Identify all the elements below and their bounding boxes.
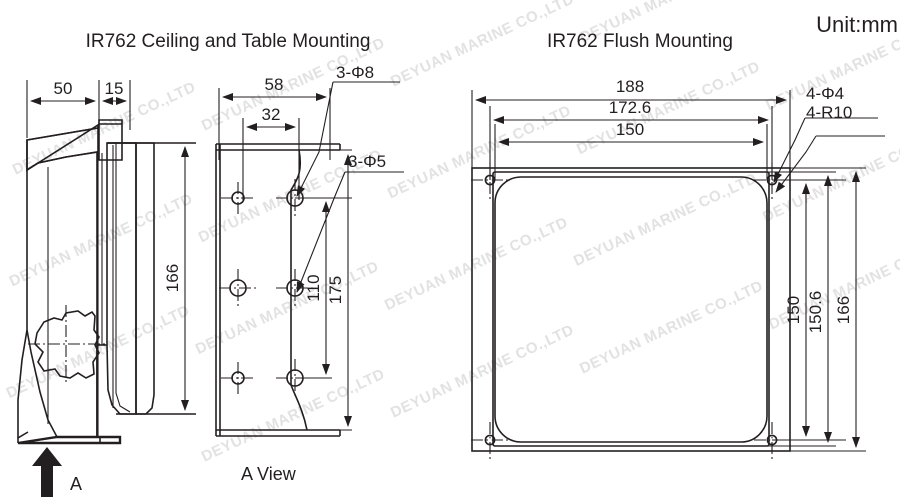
callout-3-phi8: 3-Φ8	[336, 63, 374, 82]
dim-label-150-6: 150.6	[806, 291, 825, 334]
a-view-caption: A View	[241, 464, 297, 484]
hole-small-row3	[221, 362, 255, 395]
callout-4-phi4: 4-Φ4	[806, 84, 844, 103]
hole-small-row1	[221, 182, 255, 215]
dim-label-15: 15	[105, 79, 124, 98]
left-side-elevation-drawing: 50 15	[17, 79, 196, 497]
dim-label-58: 58	[265, 75, 284, 94]
unit-note: Unit:mm	[816, 12, 898, 37]
dim-label-150-width: 150	[616, 120, 644, 139]
leader-4-phi4	[773, 117, 806, 183]
dim-label-175: 175	[326, 276, 345, 304]
right-view-title: IR762 Flush Mounting	[547, 31, 733, 52]
leader-4-r10	[775, 135, 817, 193]
leader-3-phi8	[296, 81, 334, 197]
hole-small-row2	[219, 269, 258, 308]
corner-hole-bottom-left	[471, 422, 508, 459]
section-arrow-a-label: A	[70, 474, 82, 494]
dim-label-110: 110	[304, 274, 323, 301]
dim-label-188: 188	[616, 77, 644, 96]
left-view-title: IR762 Ceiling and Table Mounting	[86, 31, 371, 52]
dim-label-166-height: 166	[834, 296, 853, 324]
dim-label-172-6: 172.6	[609, 98, 652, 117]
mid-rect	[492, 171, 770, 447]
callout-4-r10: 4-R10	[806, 103, 852, 122]
dim-label-32: 32	[262, 105, 281, 124]
flush-mount-drawing: 188 172.6 150 4-Φ4 4-R10 150 150.6 166	[471, 77, 885, 459]
leader-3-phi5	[296, 171, 346, 293]
cutout-rounded-rect	[494, 176, 768, 443]
dim-label-166: 166	[163, 264, 182, 292]
callout-3-phi5: 3-Φ5	[348, 152, 386, 171]
dim-label-50: 50	[54, 79, 73, 98]
a-view-drawing: 58 32	[215, 63, 404, 484]
outer-panel-rect	[471, 167, 791, 452]
section-arrow-a	[32, 447, 62, 497]
dim-label-150-height: 150	[784, 296, 803, 324]
